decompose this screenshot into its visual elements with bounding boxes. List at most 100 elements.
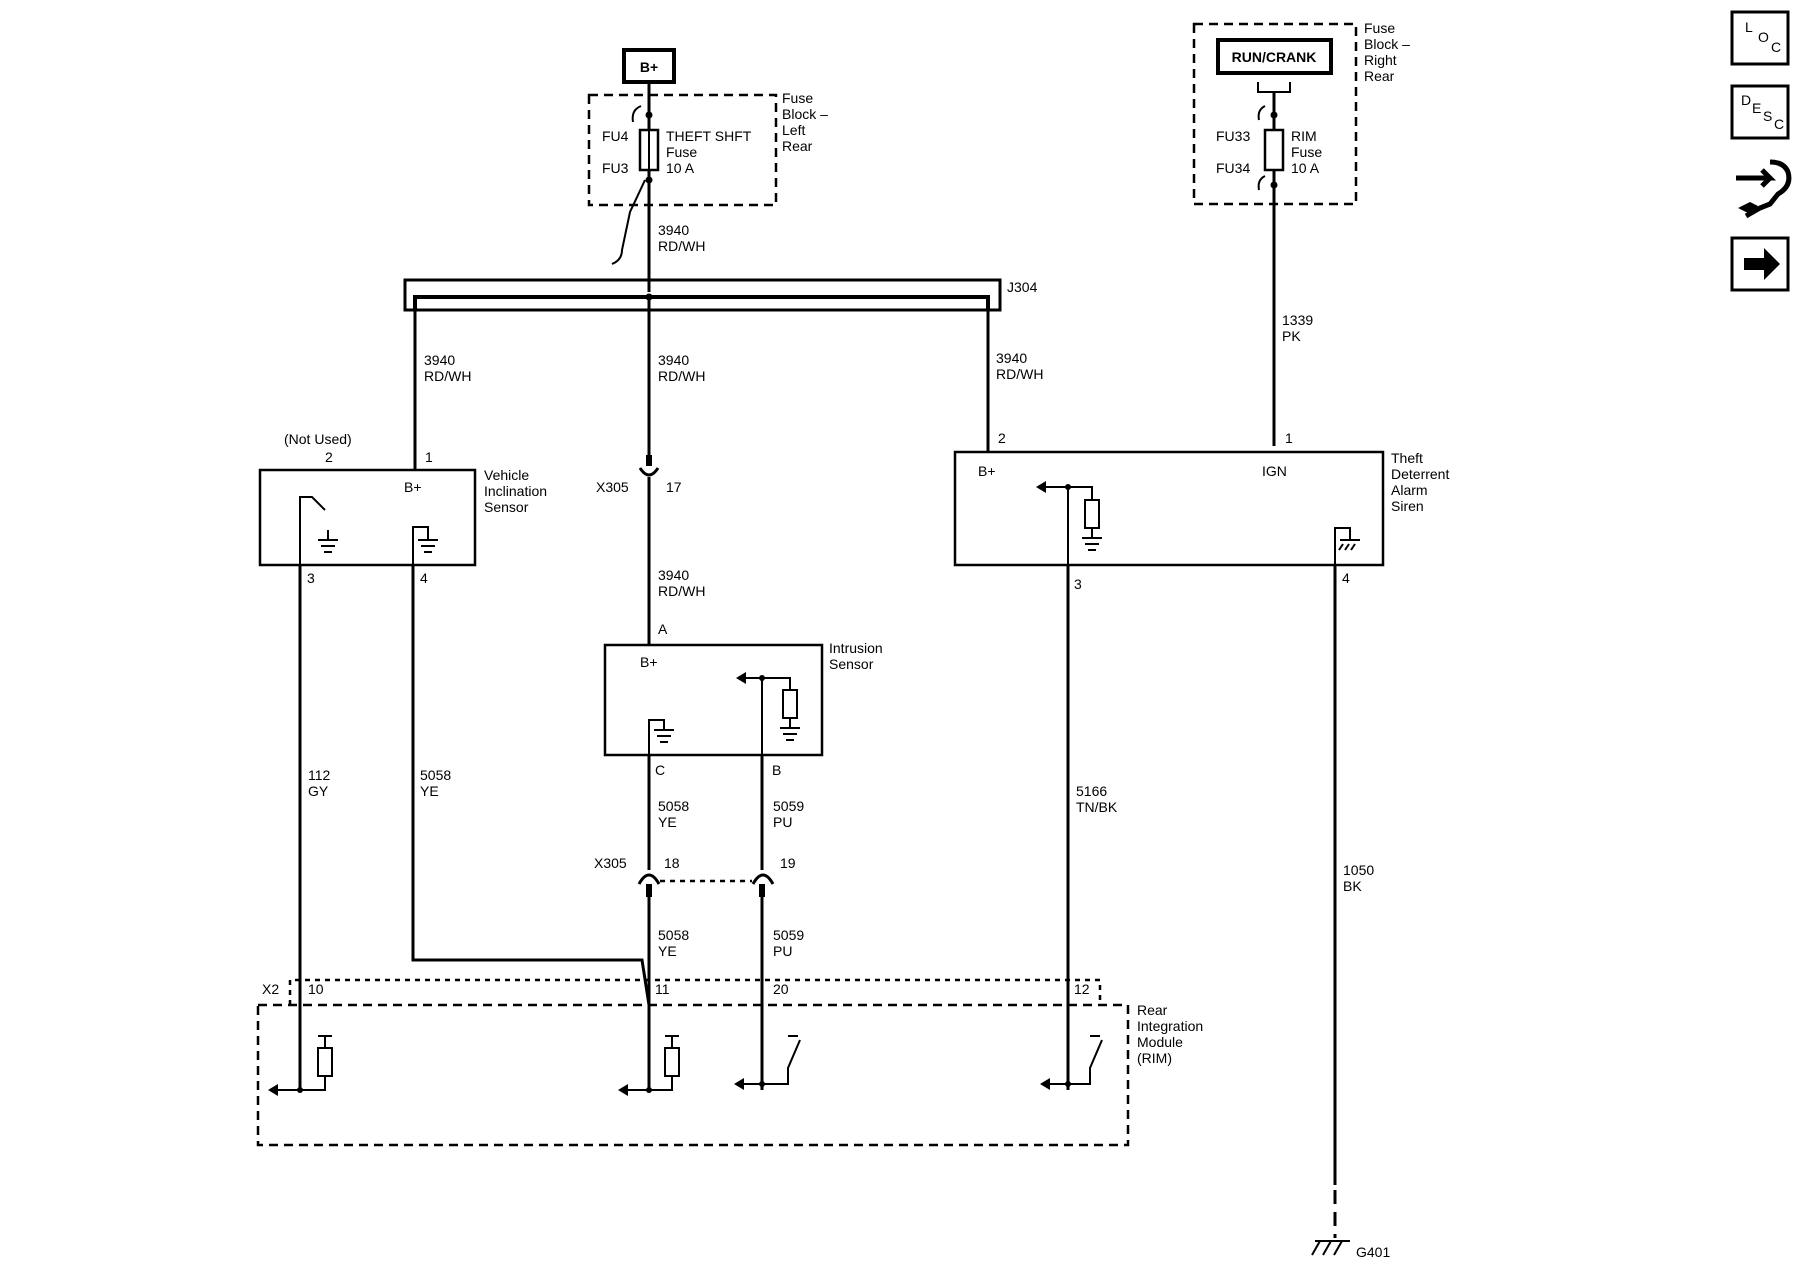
desc-letter-3: S xyxy=(1763,108,1772,124)
wire-5059-number: 5059 xyxy=(773,798,804,814)
wire-1050-color: BK xyxy=(1343,878,1362,894)
x305-pin18-label: 18 xyxy=(664,855,680,871)
wire-1050-number: 1050 xyxy=(1343,862,1374,878)
theft-deterrent-alarm-siren: 2 1 B+ IGN Theft Deterrent Alarm Siren 3… xyxy=(953,430,1449,592)
fuse-block-title-4: Rear xyxy=(782,138,813,154)
rim-pin-20-label: 20 xyxy=(773,981,789,997)
rim-pin-10-label: 10 xyxy=(308,981,324,997)
siren-pin-1-label: 1 xyxy=(1285,430,1293,446)
sensor-name-3: Sensor xyxy=(484,499,529,515)
sensor-name-2: Inclination xyxy=(484,483,547,499)
wire-3940-left-number: 3940 xyxy=(424,352,455,368)
wire-3940-lower-number: 3940 xyxy=(658,567,689,583)
x305-pin19-label: 19 xyxy=(780,855,796,871)
fuse-block-right-rear: RUN/CRANK FU33 FU34 RIM Fuse 10 A Fuse B… xyxy=(1192,20,1410,446)
vehicle-inclination-sensor: 1 2 (Not Used) B+ Vehicle Inclination Se… xyxy=(258,431,547,586)
wire-3940-left-color: RD/WH xyxy=(424,368,471,384)
loc-letter-3: C xyxy=(1771,39,1781,55)
wire-5166-color: TN/BK xyxy=(1076,799,1118,815)
wire-5058-inclination-color: YE xyxy=(420,783,439,799)
rear-integration-module: X2 10 11 20 12 Rear Integration Module (… xyxy=(256,978,1203,1147)
wire-3940-center-color: RD/WH xyxy=(658,368,705,384)
x305-pin17-label: 17 xyxy=(666,479,682,495)
wire-1339-number: 1339 xyxy=(1282,312,1313,328)
connector-x305-pins-18-19: X305 18 19 xyxy=(594,855,796,897)
rim-fuse-name-2: Fuse xyxy=(1291,144,1322,160)
fu34-label: FU34 xyxy=(1216,160,1250,176)
pin-b-label: B xyxy=(772,762,781,778)
intrusion-name-1: Intrusion xyxy=(829,640,883,656)
description-button[interactable]: D E S C xyxy=(1730,84,1790,140)
desc-letter-2: E xyxy=(1752,100,1761,116)
next-arrow-button[interactable] xyxy=(1730,236,1790,292)
wire-5059-lower-color: PU xyxy=(773,943,792,959)
fu4-label: FU4 xyxy=(602,128,629,144)
fuse-block-right-title-2: Block – xyxy=(1364,36,1410,52)
wire-1339-color: PK xyxy=(1282,328,1301,344)
wire-3940-right-number: 3940 xyxy=(996,350,1027,366)
pin-1-label: 1 xyxy=(425,449,433,465)
intrusion-sensor: A B+ Intrusion Sensor C B xyxy=(603,621,883,778)
fuse-name-2: Fuse xyxy=(666,144,697,160)
rim-name-1: Rear xyxy=(1137,1002,1168,1018)
x305-label-bottom: X305 xyxy=(594,855,627,871)
rim-name-4: (RIM) xyxy=(1137,1050,1172,1066)
intrusion-bplus-label: B+ xyxy=(640,654,658,670)
pin-2-label: 2 xyxy=(325,449,333,465)
wire-5058-number: 5058 xyxy=(658,798,689,814)
wire-5058-inclination xyxy=(411,565,651,1006)
rim-fuse-rating: 10 A xyxy=(1291,160,1320,176)
desc-letter-1: D xyxy=(1741,92,1751,108)
fuse-name-1: THEFT SHFT xyxy=(666,128,752,144)
wire-3940-color: RD/WH xyxy=(658,238,705,254)
wire-112-number: 112 xyxy=(308,767,331,783)
siren-pin-2-label: 2 xyxy=(998,430,1006,446)
wire-5166-number: 5166 xyxy=(1076,783,1107,799)
ground-g401: G401 xyxy=(1311,1240,1390,1260)
x305-label-top: X305 xyxy=(596,479,629,495)
run-crank-label: RUN/CRANK xyxy=(1232,49,1317,65)
wire-3940-center-number: 3940 xyxy=(658,352,689,368)
siren-name-1: Theft xyxy=(1391,450,1423,466)
rim-name-3: Module xyxy=(1137,1034,1183,1050)
desc-letter-4: C xyxy=(1774,116,1784,132)
wire-3940-number: 3940 xyxy=(658,222,689,238)
bplus-label: B+ xyxy=(640,59,658,75)
location-button[interactable]: L O C xyxy=(1730,10,1790,66)
connector-x305-pin17: X305 17 3940 RD/WH xyxy=(596,455,705,645)
splice-j304: J304 3940 RD/WH 3940 RD/WH 3940 RD/WH xyxy=(403,278,1043,384)
loc-letter-2: O xyxy=(1758,29,1769,45)
fuse-block-title-1: Fuse xyxy=(782,90,813,106)
wire-112-color: GY xyxy=(308,783,329,799)
siren-name-4: Siren xyxy=(1391,498,1424,514)
siren-bplus-label: B+ xyxy=(978,463,996,479)
siren-pin-4-label: 4 xyxy=(1342,570,1350,586)
bplus-pin-label: B+ xyxy=(404,479,422,495)
rim-fuse-name-1: RIM xyxy=(1291,128,1317,144)
wire-5058-lower-number: 5058 xyxy=(658,927,689,943)
fuse-rating: 10 A xyxy=(666,160,695,176)
fuse-block-left-rear: FU4 FU3 THEFT SHFT Fuse 10 A Fuse Block … xyxy=(587,82,828,292)
wire-3940-lower-color: RD/WH xyxy=(658,583,705,599)
fu3-label: FU3 xyxy=(602,160,629,176)
sensor-name-1: Vehicle xyxy=(484,467,529,483)
fuse-block-title-3: Left xyxy=(782,122,805,138)
not-used-label: (Not Used) xyxy=(284,431,352,447)
wire-5059-lower-number: 5059 xyxy=(773,927,804,943)
wire-5058-inclination-number: 5058 xyxy=(420,767,451,783)
wire-5059-color: PU xyxy=(773,814,792,830)
pin-3-label: 3 xyxy=(307,570,315,586)
siren-ign-label: IGN xyxy=(1262,463,1287,479)
fuse-block-title-2: Block – xyxy=(782,106,828,122)
splice-label: J304 xyxy=(1007,279,1038,295)
intrusion-name-2: Sensor xyxy=(829,656,874,672)
loc-letter-1: L xyxy=(1745,19,1753,35)
pin-4-label: 4 xyxy=(420,570,428,586)
rim-connector-label: X2 xyxy=(262,981,279,997)
wire-5058-lower-color: YE xyxy=(658,943,677,959)
bplus-source: B+ xyxy=(622,48,676,84)
connector-repair-icon[interactable] xyxy=(1736,159,1792,219)
pin-c-label: C xyxy=(655,762,665,778)
siren-name-3: Alarm xyxy=(1391,482,1428,498)
